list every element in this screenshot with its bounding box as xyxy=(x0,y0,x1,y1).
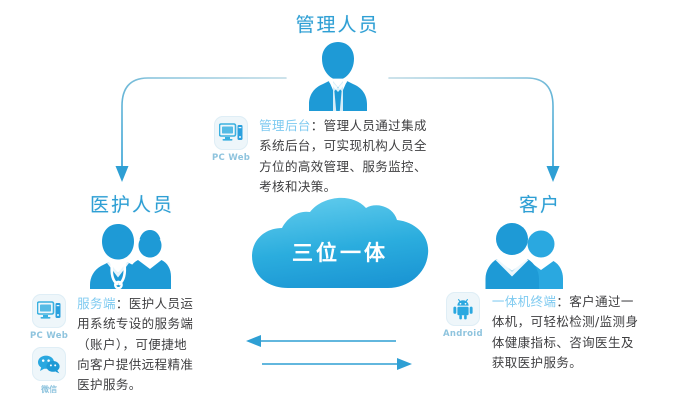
info-lead-staff: 服务端 xyxy=(77,296,116,311)
arrow-client-to-staff xyxy=(246,335,396,347)
platform-caption: PC Web xyxy=(212,153,251,163)
pc-monitor-icon xyxy=(32,294,67,328)
info-body-admin: 管理人员通过集成系统后台，可实现机构人员全方位的高效管理、服务监控、考核和决策。 xyxy=(259,118,427,194)
cloud-shape xyxy=(252,197,429,288)
platform-pcweb-admin[interactable]: PC Web xyxy=(212,116,250,163)
role-title-client: 客户 xyxy=(518,194,561,216)
wechat-icon xyxy=(32,347,67,381)
android-robot-icon xyxy=(445,292,480,326)
info-body-client: 客户通过一体机，可轻松检测/监测身体健康指标、咨询医生及获取医护服务。 xyxy=(491,294,639,370)
info-lead-admin: 管理后台 xyxy=(259,118,311,133)
info-text-admin: 管理后台：管理人员通过集成系统后台，可实现机构人员全方位的高效管理、服务监控、考… xyxy=(259,116,439,197)
platform-wechat-staff[interactable]: 微信 xyxy=(32,347,67,395)
info-block-staff: PC Web 微信 服 xyxy=(30,294,220,395)
role-title-admin: 管理人员 xyxy=(295,14,380,36)
info-block-client: Android 一体机终端：客户通过一体机，可轻松检测/监测身体健康指标、咨询医… xyxy=(443,292,668,373)
info-separator: ： xyxy=(310,118,324,133)
info-block-admin: PC Web 管理后台：管理人员通过集成系统后台，可实现机构人员全方位的高效管理… xyxy=(212,116,452,197)
info-body-staff: 医护人员运用系统专设的服务端（账户），可便捷地向客户提供远程精准医护服务。 xyxy=(77,296,194,392)
platform-caption: 微信 xyxy=(41,385,58,394)
platform-android-client[interactable]: Android xyxy=(443,292,483,339)
platform-stack-staff: PC Web 微信 xyxy=(30,294,68,395)
info-text-staff: 服务端：医护人员运用系统专设的服务端（账户），可便捷地向客户提供远程精准医护服务… xyxy=(77,294,195,395)
info-separator: ： xyxy=(556,294,570,309)
info-lead-client: 一体机终端 xyxy=(491,294,557,309)
role-title-staff: 医护人员 xyxy=(89,194,174,216)
info-separator: ： xyxy=(115,296,129,311)
platform-caption: PC Web xyxy=(30,331,69,341)
platform-caption: Android xyxy=(443,329,483,339)
info-text-client: 一体机终端：客户通过一体机，可轻松检测/监测身体健康指标、咨询医生及获取医护服务… xyxy=(492,292,642,373)
two-people-icon xyxy=(483,218,567,294)
arrow-staff-to-client xyxy=(262,358,412,370)
platform-pcweb-staff[interactable]: PC Web xyxy=(30,294,68,341)
pc-monitor-icon xyxy=(214,116,249,150)
doctor-nurse-icon xyxy=(88,216,174,294)
businessman-icon xyxy=(303,38,373,116)
